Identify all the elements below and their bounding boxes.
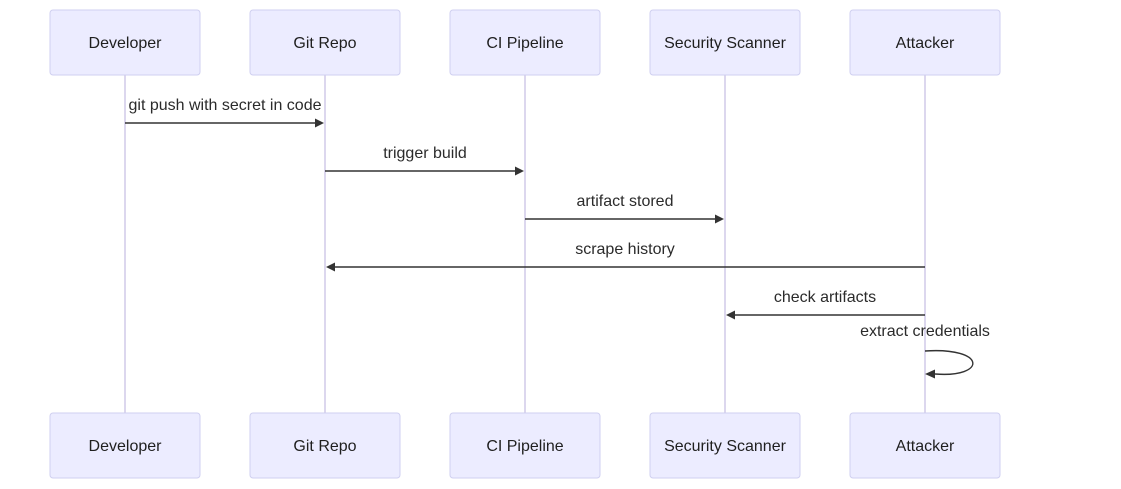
participant-box	[449, 9, 601, 76]
participants-bottom: Developer Git Repo CI Pipeline Security Sca…	[49, 412, 1001, 479]
participant-git-repo-top: Git Repo	[249, 9, 401, 76]
message-label: trigger build	[383, 145, 467, 162]
participant-label: Git Repo	[293, 35, 356, 52]
participant-label: Git Repo	[293, 438, 356, 455]
participant-git-repo-bottom: Git Repo	[249, 412, 401, 479]
participant-developer-top: Developer	[49, 9, 201, 76]
message-label: scrape history	[575, 241, 675, 258]
message-label: artifact stored	[577, 193, 674, 210]
participant-label: Developer	[89, 35, 163, 52]
participant-label: Developer	[89, 438, 163, 455]
participant-box	[49, 9, 201, 76]
participant-ci-pipeline-bottom: CI Pipeline	[449, 412, 601, 479]
message-label: git push with secret in code	[129, 97, 322, 114]
participant-label: Attacker	[896, 35, 955, 52]
participant-box	[649, 412, 801, 479]
participant-attacker-top: Attacker	[849, 9, 1001, 76]
participant-box	[849, 412, 1001, 479]
participant-label: Security Scanner	[664, 438, 787, 455]
message-arrowhead	[315, 118, 324, 128]
participant-developer-bottom: Developer	[49, 412, 201, 479]
lifelines	[124, 75, 926, 413]
message-arrow-line	[924, 349, 974, 376]
message-scrape-history: scrape history	[326, 241, 925, 272]
message-trigger-build: trigger build	[325, 145, 524, 176]
participant-box	[249, 9, 401, 76]
message-label: check artifacts	[774, 289, 876, 306]
participant-label: Security Scanner	[664, 35, 787, 52]
message-arrowhead	[515, 166, 524, 176]
participant-box	[649, 9, 801, 76]
message-arrowhead	[326, 262, 335, 272]
message-arrowhead	[726, 310, 735, 320]
message-extract-credentials: extract credentials	[860, 323, 990, 379]
message-git-push-with-secret-in-code: git push with secret in code	[125, 97, 324, 128]
participant-security-scanner-top: Security Scanner	[649, 9, 801, 76]
messages: git push with secret in code trigger buil…	[125, 97, 990, 379]
participant-ci-pipeline-top: CI Pipeline	[449, 9, 601, 76]
message-label: extract credentials	[860, 323, 990, 340]
participant-label: CI Pipeline	[486, 438, 563, 455]
message-artifact-stored: artifact stored	[525, 193, 724, 224]
participant-security-scanner-bottom: Security Scanner	[649, 412, 801, 479]
participant-box	[249, 412, 401, 479]
message-arrowhead	[925, 369, 935, 379]
participant-attacker-bottom: Attacker	[849, 412, 1001, 479]
participant-label: Attacker	[896, 438, 955, 455]
participant-label: CI Pipeline	[486, 35, 563, 52]
participant-box	[49, 412, 201, 479]
participants-top: Developer Git Repo CI Pipeline Security Sca…	[49, 9, 1001, 76]
participant-box	[449, 412, 601, 479]
participant-box	[849, 9, 1001, 76]
message-arrowhead	[715, 214, 724, 224]
message-check-artifacts: check artifacts	[726, 289, 925, 320]
